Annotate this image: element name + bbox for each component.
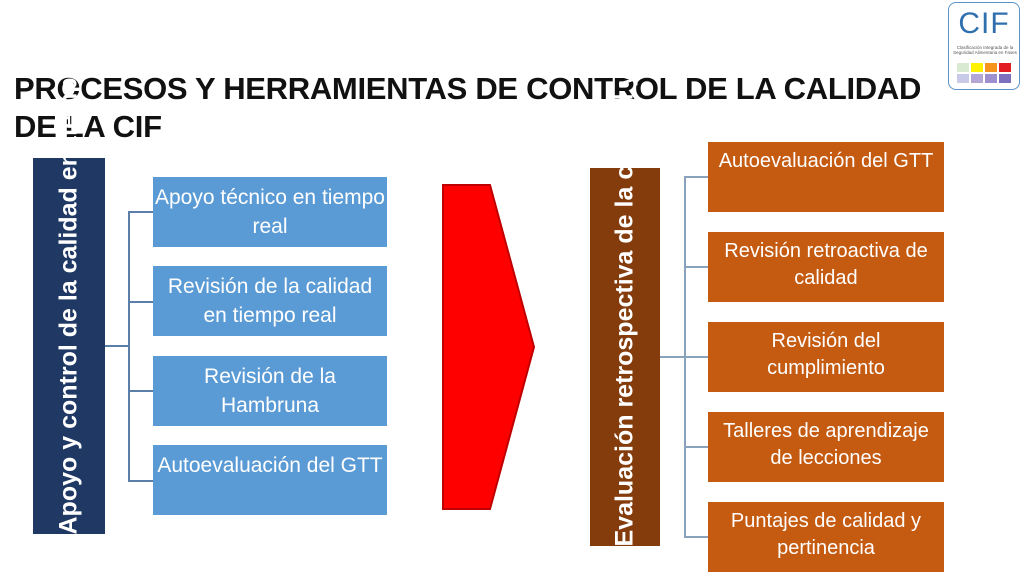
right-connector-branch	[684, 536, 708, 538]
right-connector-branch	[684, 446, 708, 448]
right-arrow-shape	[442, 184, 536, 510]
right-group-heading: Evaluación retrospectiva de la calidad y…	[590, 0, 660, 546]
left-group-heading: Apoyo y control de la calidad en tiempo …	[33, 10, 105, 534]
left-connector-stem	[105, 345, 129, 347]
left-connector-branch	[128, 390, 153, 392]
page-title: PROCESOS Y HERRAMIENTAS DE CONTROL DE LA…	[14, 71, 922, 144]
right-connector-stem	[660, 356, 685, 358]
right-heading-text: Evaluación retrospectiva de la calidad y…	[610, 0, 639, 546]
left-connector-branch	[128, 301, 153, 303]
right-item-box: Puntajes de calidad y pertinencia	[708, 502, 944, 572]
right-item-box: Talleres de aprendizaje de lecciones	[708, 412, 944, 482]
left-item-box: Apoyo técnico en tiempo real	[153, 177, 387, 247]
cif-logo: CIF Clasificación Integrada de la Seguri…	[948, 2, 1020, 90]
right-connector-branch	[684, 176, 708, 178]
left-connector-spine	[128, 211, 130, 481]
right-connector-branch	[684, 356, 708, 358]
left-item-box: Revisión de la calidad en tiempo real	[153, 266, 387, 336]
left-item-box: Revisión de la Hambruna	[153, 356, 387, 426]
right-item-box: Autoevaluación del GTT	[708, 142, 944, 212]
right-connector-branch	[684, 266, 708, 268]
logo-color-grid	[957, 63, 1013, 83]
left-connector-branch	[128, 211, 153, 213]
logo-text: CIF	[958, 7, 1010, 40]
left-item-box: Autoevaluación del GTT	[153, 445, 387, 515]
logo-subtitle: Clasificación Integrada de la Seguridad …	[953, 45, 1017, 55]
right-item-box: Revisión del cumplimiento	[708, 322, 944, 392]
left-connector-branch	[128, 480, 153, 482]
right-item-box: Revisión retroactiva de calidad	[708, 232, 944, 302]
left-heading-text: Apoyo y control de la calidad en tiempo …	[54, 10, 83, 534]
